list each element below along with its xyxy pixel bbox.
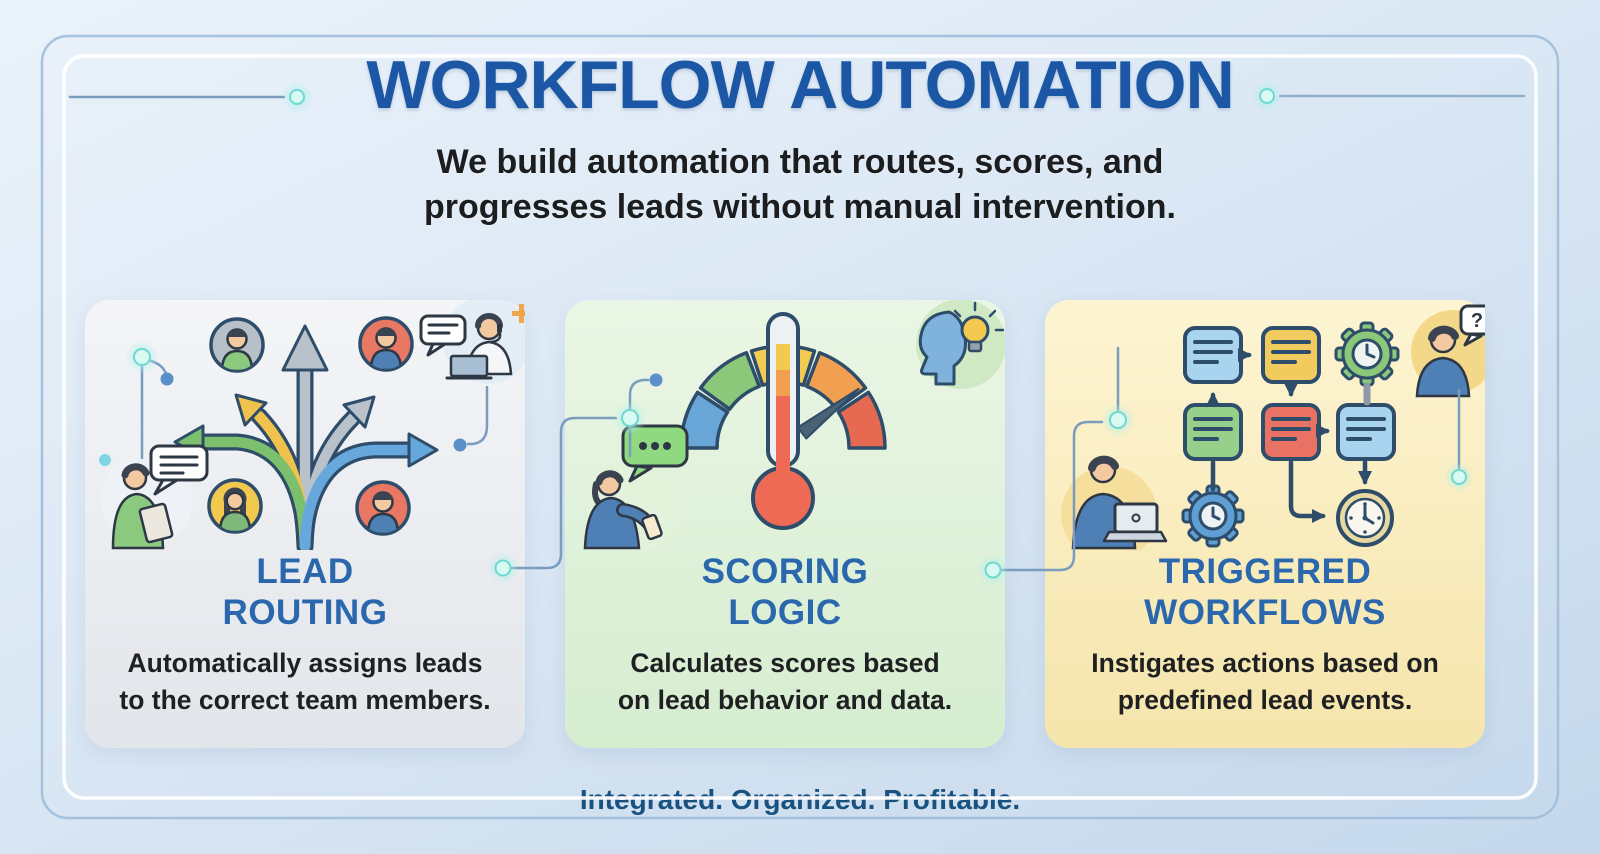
description-line: Instigates actions based on	[1091, 648, 1439, 679]
description-line: predefined lead events.	[1117, 684, 1413, 715]
subtitle: We build automation that routes, scores,…	[0, 140, 1600, 230]
panel-title-line: LEAD	[256, 552, 354, 591]
panel-title-line: SCORING	[701, 552, 869, 591]
tagline: Integrated. Organized. Profitable.	[579, 784, 1021, 815]
avatar-team-member-yellow	[207, 478, 263, 534]
support-agent-laptop-icon	[419, 300, 525, 452]
panels-row: LEAD ROUTING Automatically assigns leads…	[85, 300, 1485, 748]
person-question-icon: ?	[1411, 304, 1485, 398]
clock-icon	[1336, 489, 1394, 547]
panel-title-line: WORKFLOWS	[1144, 592, 1386, 632]
panel-title-triggered-workflows: TRIGGERED WORKFLOWS	[1045, 552, 1485, 633]
panel-description-scoring-logic: Calculates scores based on lead behavior…	[565, 645, 1005, 718]
person-phone-chat-icon	[583, 424, 689, 550]
avatar-team-member-red-2	[355, 480, 411, 536]
panel-title-line: ROUTING	[222, 592, 388, 632]
panel-scoring-logic: SCORING LOGIC Calculates scores based on…	[565, 300, 1005, 748]
gear-clock-icon-blue	[1181, 484, 1245, 548]
panel-title-lead-routing: LEAD ROUTING	[85, 552, 525, 633]
description-line: Calculates scores based	[630, 648, 940, 679]
subtitle-line-1: We build automation that routes, scores,…	[436, 143, 1164, 181]
panel-description-triggered-workflows: Instigates actions based on predefined l…	[1045, 645, 1485, 718]
person-laptop-icon	[1061, 455, 1168, 550]
avatar-team-member-red	[358, 316, 414, 372]
question-mark: ?	[1471, 310, 1483, 332]
panel-description-lead-routing: Automatically assigns leads to the corre…	[85, 645, 525, 718]
subtitle-line-2: progresses leads without manual interven…	[424, 187, 1176, 226]
thermometer-icon	[751, 312, 815, 530]
description-line: on lead behavior and data.	[617, 684, 953, 715]
panel-title-scoring-logic: SCORING LOGIC	[565, 552, 1005, 633]
header: WORKFLOW AUTOMATION We build automation …	[0, 46, 1600, 230]
page-title: WORKFLOW AUTOMATION	[366, 47, 1234, 123]
panel-title-line: LOGIC	[728, 592, 842, 632]
gauge-thermometer-icon	[583, 300, 1005, 550]
avatar-team-member-gray	[209, 317, 265, 373]
person-tablet-chat-icon	[99, 444, 209, 550]
head-lightbulb-icon	[916, 300, 1005, 389]
flowchart-icon: ?	[1061, 304, 1485, 550]
panel-triggered-workflows: ?	[1045, 300, 1485, 748]
description-line: Automatically assigns leads	[127, 648, 483, 679]
branching-arrows-icon	[99, 300, 525, 550]
footer: Integrated. Organized. Profitable.	[0, 784, 1600, 816]
panel-title-line: TRIGGERED	[1158, 552, 1372, 591]
panel-lead-routing: LEAD ROUTING Automatically assigns leads…	[85, 300, 525, 748]
gear-clock-icon	[1334, 321, 1400, 387]
description-line: to the correct team members.	[119, 684, 491, 715]
